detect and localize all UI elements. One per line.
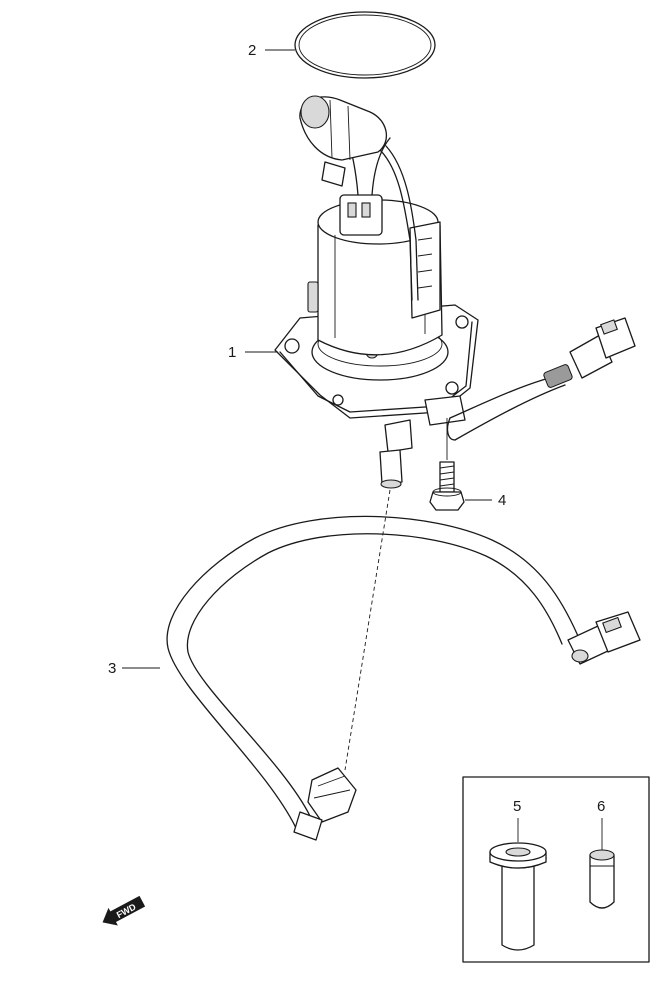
fuel-hose-part [166,449,641,841]
o-ring-part [294,11,436,79]
inset-box [462,776,650,963]
bolt-part [429,461,465,511]
cap-part-6 [589,849,615,909]
callout-4: 4 [498,492,506,509]
callout-1: 1 [228,344,236,361]
forward-direction-badge: FWD [102,895,146,926]
callout-6: 6 [597,798,605,815]
cap-part-5 [489,842,547,951]
fuel-pump-assembly [274,95,636,453]
callout-3: 3 [108,660,116,677]
callout-2: 2 [248,42,256,59]
callout-5: 5 [513,798,521,815]
